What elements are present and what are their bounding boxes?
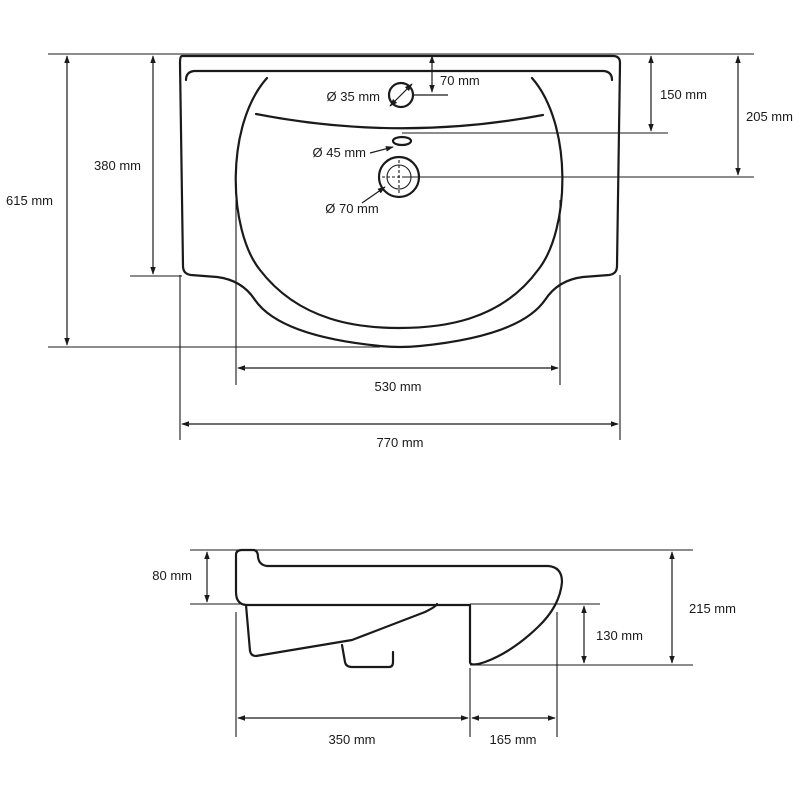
overflow-hole xyxy=(387,81,415,109)
label-front-height: 130 mm xyxy=(596,628,643,643)
label-tap-offset: 150 mm xyxy=(660,87,707,102)
side-profile xyxy=(234,548,564,666)
side-bowl-body xyxy=(244,602,439,658)
side-drain xyxy=(340,643,395,669)
label-tap-hole-dia: Ø 45 mm xyxy=(313,145,366,160)
label-total-depth: 615 mm xyxy=(6,193,53,208)
side-view: 80 mm 215 mm 130 mm 350 mm 165 mm xyxy=(152,548,736,747)
basin-outline xyxy=(178,54,622,349)
label-total-width: 770 mm xyxy=(377,435,424,450)
label-rim-height: 80 mm xyxy=(152,568,192,583)
bowl-outline xyxy=(234,76,564,330)
label-bowl-depth: 380 mm xyxy=(94,158,141,173)
deck-line xyxy=(184,69,614,82)
label-drain-offset: 205 mm xyxy=(746,109,793,124)
tap-hole xyxy=(391,135,413,147)
label-overflow-offset: 70 mm xyxy=(440,73,480,88)
label-bowl-width: 530 mm xyxy=(375,379,422,394)
label-front-depth: 165 mm xyxy=(490,732,537,747)
label-rear-depth: 350 mm xyxy=(329,732,376,747)
label-overflow-dia: Ø 35 mm xyxy=(327,89,380,104)
bowl-back-edge xyxy=(254,112,545,130)
label-total-height: 215 mm xyxy=(689,601,736,616)
top-view: 615 mm 380 mm Ø 35 mm 70 mm Ø 45 mm Ø 70… xyxy=(6,53,793,450)
label-drain-dia: Ø 70 mm xyxy=(325,201,378,216)
